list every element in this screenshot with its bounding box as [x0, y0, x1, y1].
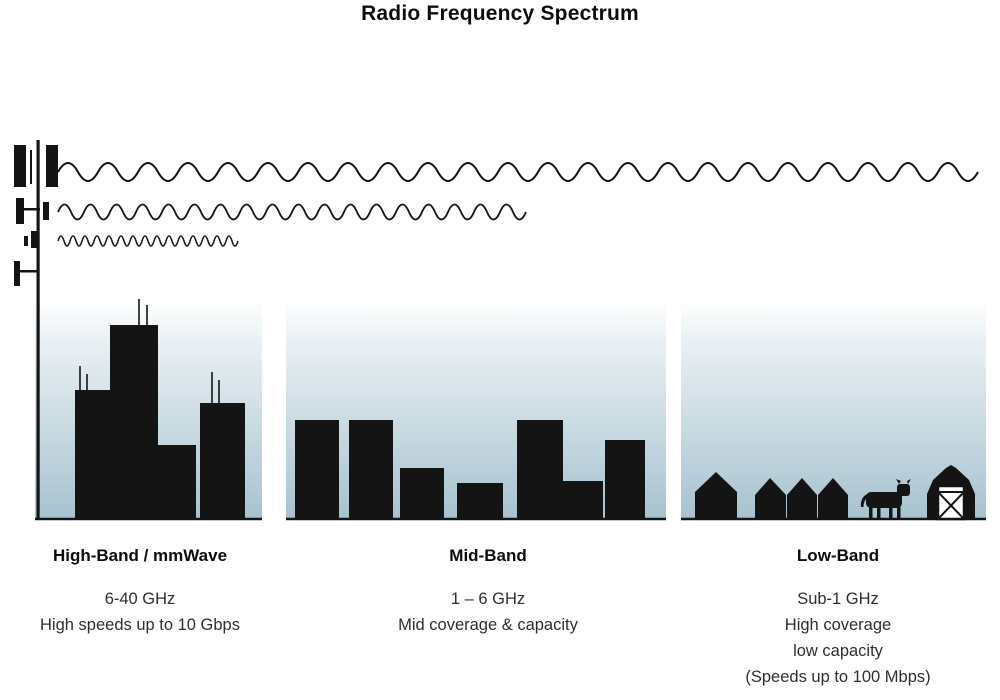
low-band-frequency: Sub-1 GHz [797, 590, 879, 608]
cow-icon [860, 479, 911, 518]
page-title: Radio Frequency Spectrum [361, 2, 639, 25]
low-band-label-group: Low-Band Sub-1 GHz High coverage low cap… [688, 546, 988, 690]
mid-band-title: Mid-Band [449, 546, 527, 565]
radio-waves [57, 162, 979, 247]
barn-icon [927, 465, 975, 521]
high-band-title: High-Band / mmWave [52, 546, 228, 565]
high-band-description: High speeds up to 10 Gbps [40, 616, 240, 634]
low-band-description-2: low capacity [793, 642, 883, 660]
low-band-description-1: High coverage [784, 616, 892, 634]
mid-band-label-group: Mid-Band 1 – 6 GHz Mid coverage & capaci… [350, 546, 626, 638]
city-skyline-icon [75, 299, 245, 519]
low-band-title: Low-Band [796, 546, 880, 565]
mid-frequency-mid-range-wave [57, 203, 527, 221]
spectrum-illustration [14, 140, 986, 521]
high-frequency-short-range-wave [57, 235, 239, 247]
high-band-frequency: 6-40 GHz [104, 590, 176, 608]
high-band-label-group: High-Band / mmWave 6-40 GHz High speeds … [12, 546, 268, 638]
mid-band-frequency: 1 – 6 GHz [450, 590, 526, 608]
midrise-buildings-icon [295, 420, 645, 519]
cell-tower-icon [14, 140, 58, 520]
mid-band-description: Mid coverage & capacity [398, 616, 578, 634]
houses-icon [695, 472, 848, 519]
low-frequency-long-range-wave [57, 162, 979, 182]
low-band-description-3: (Speeds up to 100 Mbps) [745, 668, 931, 686]
